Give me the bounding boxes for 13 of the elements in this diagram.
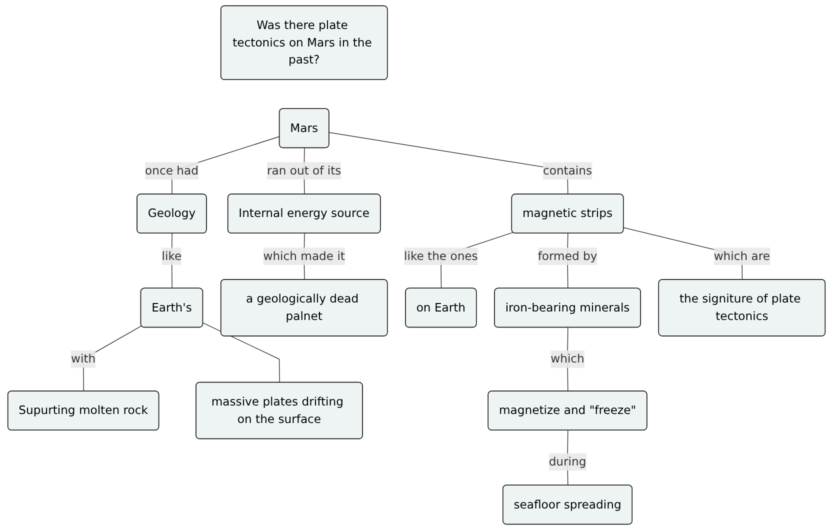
connector bbox=[202, 322, 280, 384]
edge-label: with bbox=[71, 352, 96, 366]
edge-label: which bbox=[550, 352, 584, 366]
edge-label: once had bbox=[145, 164, 198, 178]
edge-label: which made it bbox=[263, 249, 345, 263]
edge-label: which are bbox=[714, 249, 770, 263]
connector bbox=[171, 233, 172, 289]
edge-label: during bbox=[548, 454, 586, 468]
edge-label: like bbox=[162, 249, 182, 263]
edge-label: contains bbox=[542, 164, 592, 178]
edge-label: ran out of its bbox=[267, 164, 342, 178]
edge-label: formed by bbox=[538, 249, 598, 263]
edge-label: like the ones bbox=[404, 249, 478, 263]
